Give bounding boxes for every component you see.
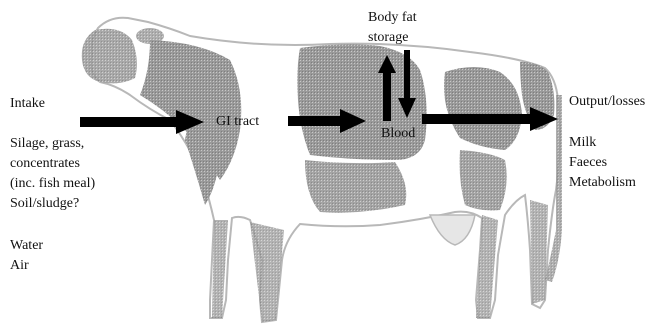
body-fat-line: storage [368, 28, 417, 48]
cow-udder [430, 215, 475, 245]
blood-to-fat-arrow [378, 55, 396, 121]
intake-sources: Silage, grass, concentrates (inc. fish m… [10, 134, 95, 214]
gi-to-blood-arrow [288, 109, 366, 133]
output-item: Faeces [569, 153, 636, 173]
fat-to-blood-arrow [398, 50, 416, 118]
intake-source: Silage, grass, [10, 134, 95, 154]
body-fat-label: Body fat storage [368, 8, 417, 48]
intake-source: concentrates [10, 154, 95, 174]
cow-patch-hind [460, 150, 507, 210]
output-items: Milk Faeces Metabolism [569, 133, 636, 193]
gi-tract-label: GI tract [216, 112, 259, 132]
cow-hind-legs [476, 200, 548, 318]
blood-label: Blood [381, 124, 415, 144]
cow-head [82, 29, 137, 84]
output-heading: Output/losses [569, 92, 645, 112]
intake-to-gi-arrow [80, 110, 204, 134]
intake-source: Air [10, 256, 43, 276]
intake-source: Soil/sludge? [10, 194, 95, 214]
intake-heading: Intake [10, 94, 45, 114]
output-item: Milk [569, 133, 636, 153]
output-item: Metabolism [569, 173, 636, 193]
blood-to-output-arrow [422, 107, 558, 131]
intake-source: (inc. fish meal) [10, 174, 95, 194]
cow-patch-belly [305, 160, 406, 213]
body-fat-line: Body fat [368, 8, 417, 28]
intake-source: Water [10, 236, 43, 256]
intake-other-sources: Water Air [10, 236, 43, 276]
